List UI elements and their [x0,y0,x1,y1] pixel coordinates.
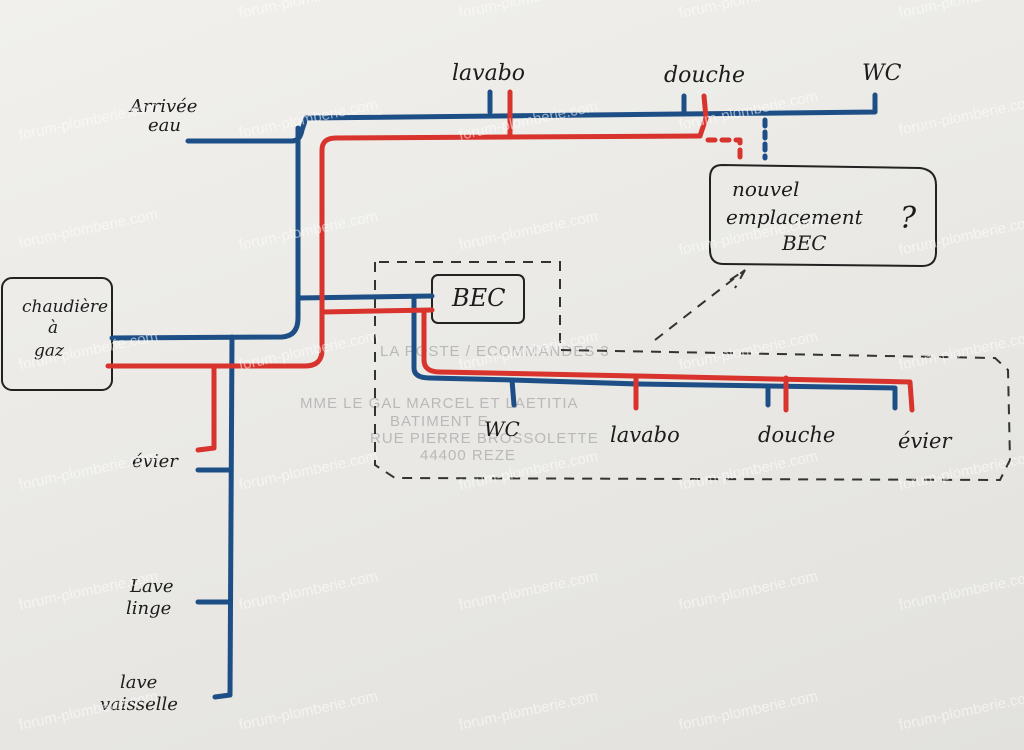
watermark: forum-plomberie.com [457,0,599,22]
stamp-show-through: LA POSTE / ECOMMANDES 3 MME LE GAL MARCE… [300,343,610,464]
watermark: forum-plomberie.com [17,206,159,252]
cold-bottom-evier [765,383,898,411]
watermark: forum-plomberie.com [457,568,599,614]
label-bottom-douche: douche [758,423,835,447]
label-lave-linge-2: linge [126,598,171,619]
label-chaudiere-1: chaudière [22,297,108,317]
watermark: forum-plomberie.com [237,448,379,494]
dashed-arrow-line [654,269,746,341]
cold-bec-down [411,295,517,408]
label-chaudiere-3: gaz [34,341,65,361]
watermark: forum-plomberie.com [237,0,379,22]
dashed-zone-bec [374,261,1012,482]
cold-bottom-run [509,377,771,408]
label-bottom-wc: WC [484,417,520,441]
watermark: forum-plomberie.com [897,568,1024,614]
watermark: forum-plomberie.com [677,568,819,614]
cold-water-pipes [109,89,898,700]
watermark: forum-plomberie.com [677,688,819,734]
label-nouvel-q: ? [900,201,917,236]
hot-main [105,133,703,369]
watermark: forum-plomberie.com [457,688,599,734]
bec-box [431,274,525,324]
label-top-lavabo: lavabo [452,61,525,86]
watermark: forum-plomberie.com [677,448,819,494]
watermark: forum-plomberie.com [897,328,1024,374]
label-evier-left: évier [132,451,179,472]
watermark: forum-plomberie.com [897,0,1024,22]
dashed-arrow-head [729,269,746,289]
watermark: forum-plomberie.com [897,448,1024,494]
labels: Arrivée eau chaudière à gaz lavabo douch… [22,61,953,715]
label-nouvel-2: emplacement [726,205,864,229]
stamp-line-4: RUE PIERRE BROSSOLETTE [370,430,599,447]
label-top-douche: douche [664,63,745,88]
watermark: forum-plomberie.com [17,98,159,144]
label-bottom-lavabo: lavabo [610,423,680,447]
watermark: forum-plomberie.com [677,0,819,22]
hot-evier-left [195,363,217,453]
watermark: forum-plomberie.com [677,328,819,374]
stamp-line-3: BATIMENT E [390,413,489,430]
watermark: forum-plomberie.com [457,208,599,254]
watermark: forum-plomberie.com [897,688,1024,734]
watermark: forum-plomberie.com [237,208,379,254]
hot-to-bec [319,307,435,315]
cold-down-trunk [212,334,235,700]
cold-riser [109,125,301,341]
hot-water-pipes [105,89,915,453]
label-nouvel-1: nouvel [732,177,799,201]
label-nouvel-3: BEC [781,231,827,255]
label-bottom-evier: évier [898,429,953,453]
label-arrivee-2: eau [148,115,181,136]
stamp-line-5: 44400 REZE [420,447,516,464]
stamp-line-2: MME LE GAL MARCEL ET LAETITIA [300,395,579,412]
label-lave-vaisselle-2: vaisselle [100,694,178,715]
nouvel-emplacement-box [709,163,937,268]
stamp-line-1: LA POSTE / ECOMMANDES 3 [380,343,610,360]
label-arrivee-1: Arrivée [128,96,197,117]
hot-dotted-new [705,137,743,163]
watermark: forum-plomberie.com [897,213,1024,259]
watermark: forum-plomberie.com [897,93,1024,139]
hot-top-douche [697,93,709,139]
watermark: forum-plomberie.com [237,568,379,614]
label-bec-box: BEC [451,284,506,312]
label-top-wc: WC [862,61,902,86]
label-lave-linge-1: Lave [129,576,174,597]
label-lave-vaisselle-1: lave [120,672,157,693]
chaudiere-box [1,277,113,391]
label-chaudiere-2: à [48,318,58,338]
hot-bottom-run [421,309,915,413]
watermark: forum-plomberie.com [237,688,379,734]
